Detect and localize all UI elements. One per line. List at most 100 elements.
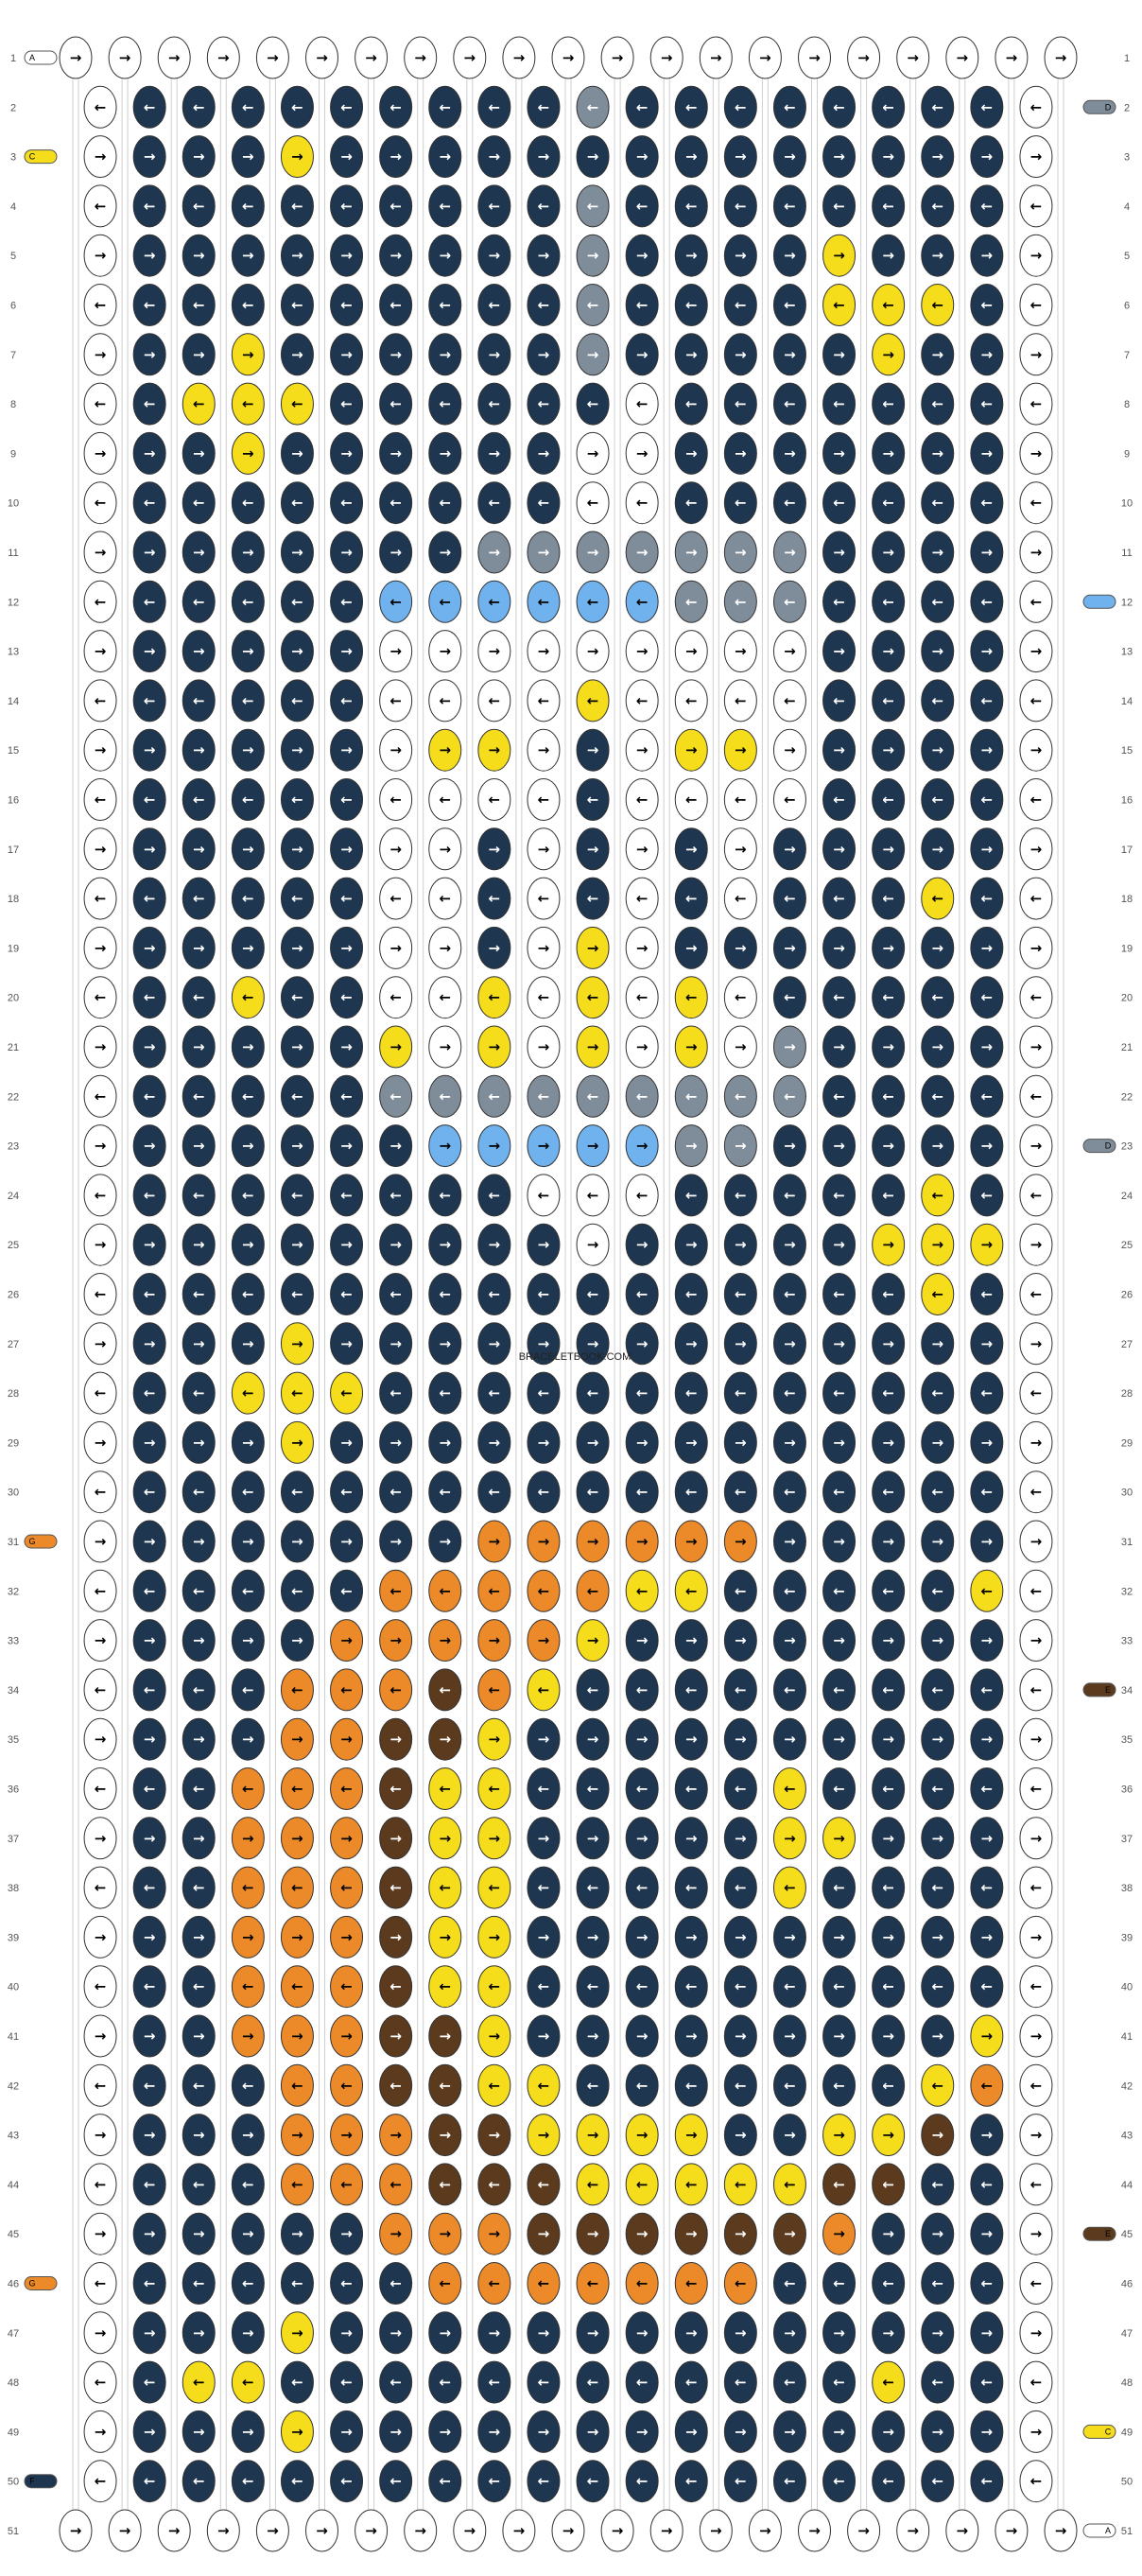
knot: ← xyxy=(674,2163,708,2206)
knot: → xyxy=(921,728,955,772)
knot: → xyxy=(182,1420,216,1464)
knot: ← xyxy=(280,1767,314,1810)
knot: → xyxy=(625,1420,659,1464)
knot: → xyxy=(379,926,413,969)
svg-text:→: → xyxy=(882,1335,894,1352)
knot: → xyxy=(132,431,166,475)
knot: ← xyxy=(132,2262,166,2305)
svg-text:→: → xyxy=(931,346,943,363)
knot: → xyxy=(280,2311,314,2355)
svg-text:→: → xyxy=(291,2324,303,2341)
svg-text:←: ← xyxy=(489,792,501,809)
svg-text:→: → xyxy=(193,1731,205,1748)
svg-text:→: → xyxy=(931,1236,943,1253)
row-number-right: 29 xyxy=(1121,1437,1133,1449)
knot: ← xyxy=(182,1174,216,1217)
knot: → xyxy=(625,431,659,475)
knot: → xyxy=(822,1124,856,1168)
knot: ← xyxy=(625,877,659,920)
svg-text:→: → xyxy=(144,1830,156,1847)
knot: → xyxy=(896,2509,930,2552)
knot: → xyxy=(132,1420,166,1464)
svg-text:←: ← xyxy=(882,1582,894,1599)
knot: ← xyxy=(1019,1569,1053,1612)
knot: → xyxy=(477,1915,511,1958)
svg-text:→: → xyxy=(636,1236,649,1253)
knot: ← xyxy=(428,2460,462,2503)
knot: → xyxy=(723,135,757,179)
svg-text:→: → xyxy=(587,346,599,363)
svg-text:←: ← xyxy=(389,198,402,215)
knot: ← xyxy=(182,1965,216,2009)
knot: ← xyxy=(723,382,757,426)
svg-text:←: ← xyxy=(340,1879,353,1896)
svg-text:→: → xyxy=(489,346,501,363)
row-number-right: 25 xyxy=(1121,1240,1133,1251)
knot: → xyxy=(576,431,610,475)
svg-text:←: ← xyxy=(144,2473,156,2490)
knot: ← xyxy=(772,2163,806,2206)
knot: → xyxy=(428,2212,462,2255)
knot: ← xyxy=(428,85,462,129)
knot: ← xyxy=(428,1471,462,1514)
svg-text:→: → xyxy=(882,1038,894,1055)
knot: ← xyxy=(182,1668,216,1712)
knot: ← xyxy=(280,1471,314,1514)
knot: → xyxy=(379,1619,413,1662)
svg-text:→: → xyxy=(784,741,796,758)
knot: → xyxy=(945,36,979,79)
svg-text:→: → xyxy=(389,2423,402,2440)
knot: → xyxy=(231,1817,265,1860)
knot: → xyxy=(330,926,364,969)
svg-text:→: → xyxy=(95,444,107,461)
knot: ← xyxy=(231,382,265,426)
svg-text:→: → xyxy=(193,444,205,461)
svg-text:→: → xyxy=(882,444,894,461)
knot: → xyxy=(576,2212,610,2255)
knot: ← xyxy=(723,85,757,129)
knot: ← xyxy=(330,1965,364,2009)
knot: ← xyxy=(674,1074,708,1118)
svg-text:←: ← xyxy=(439,1681,451,1698)
knot: ← xyxy=(576,481,610,525)
knot: ← xyxy=(527,1273,561,1315)
svg-text:←: ← xyxy=(882,1384,894,1401)
svg-text:←: ← xyxy=(636,1384,649,1401)
svg-text:←: ← xyxy=(144,495,156,512)
knot: → xyxy=(674,728,708,772)
svg-text:→: → xyxy=(636,346,649,363)
svg-text:→: → xyxy=(291,544,303,561)
svg-text:←: ← xyxy=(193,395,205,412)
svg-text:→: → xyxy=(587,247,599,264)
row-number-left: 10 xyxy=(8,498,19,510)
svg-text:→: → xyxy=(1030,1138,1043,1155)
svg-text:←: ← xyxy=(735,1681,747,1698)
svg-text:→: → xyxy=(735,1533,747,1550)
knot: → xyxy=(83,1223,117,1266)
svg-text:→: → xyxy=(414,2522,426,2539)
svg-text:←: ← xyxy=(538,989,550,1006)
svg-text:→: → xyxy=(1030,2225,1043,2242)
knot: → xyxy=(674,135,708,179)
knot: ← xyxy=(428,1668,462,1712)
knot: ← xyxy=(723,2460,757,2503)
knot: → xyxy=(428,1817,462,1860)
knot: → xyxy=(330,431,364,475)
svg-text:→: → xyxy=(587,1830,599,1847)
svg-text:→: → xyxy=(489,1236,501,1253)
svg-text:→: → xyxy=(489,2127,501,2144)
svg-text:←: ← xyxy=(1030,297,1043,314)
knot: ← xyxy=(970,1471,1004,1514)
svg-text:→: → xyxy=(389,346,402,363)
knot: ← xyxy=(772,580,806,623)
svg-text:→: → xyxy=(981,741,994,758)
knot: → xyxy=(576,1322,610,1366)
knot: → xyxy=(83,827,117,871)
svg-text:←: ← xyxy=(931,1484,943,1501)
row-number-left: 12 xyxy=(8,597,19,608)
knot: ← xyxy=(822,2460,856,2503)
svg-text:→: → xyxy=(882,544,894,561)
svg-text:←: ← xyxy=(389,2176,402,2193)
svg-text:←: ← xyxy=(833,1978,845,1995)
knot: ← xyxy=(970,2360,1004,2404)
